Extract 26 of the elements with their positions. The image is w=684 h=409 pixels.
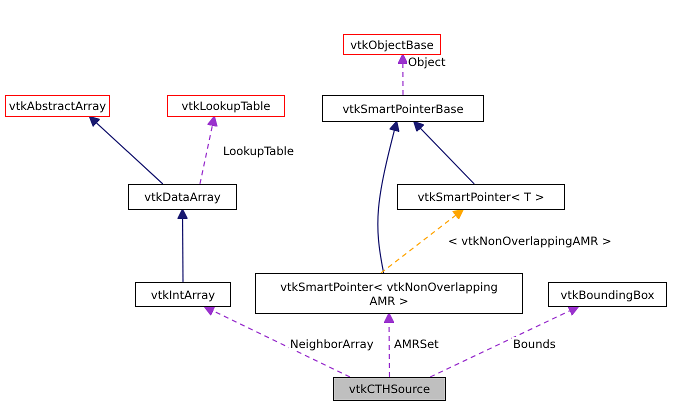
arrow [377,120,400,274]
arrow [413,120,475,184]
arrow [88,116,164,184]
edge-label: AMRSet [393,337,440,351]
edge-label: < vtkNonOverlappingAMR > [447,234,613,248]
arrow [384,312,395,377]
arrow [430,306,580,378]
edge-label: Bounds [512,337,557,351]
edge-label: NeighborArray [289,337,374,351]
arrow [204,306,350,378]
arrow [380,208,464,274]
class-box: vtkSmartPointerBase [322,95,484,122]
class-box: vtkSmartPointer< T > [397,184,565,210]
edge-label: Object [407,55,446,69]
class-box: vtkObjectBase [343,34,441,55]
class-box: vtkAbstractArray [5,95,110,117]
class-box: vtkLookupTable [167,95,285,117]
edge-label: LookupTable [222,144,295,158]
class-box: vtkIntArray [135,282,231,307]
arrow [177,208,188,282]
arrow [199,116,218,184]
class-box: vtkBoundingBox [548,282,667,307]
class-box: vtkDataArray [128,184,237,210]
class-box: vtkCTHSource [333,377,446,401]
arrow [397,54,408,95]
class-box: vtkSmartPointer< vtkNonOverlapping AMR > [255,273,523,314]
